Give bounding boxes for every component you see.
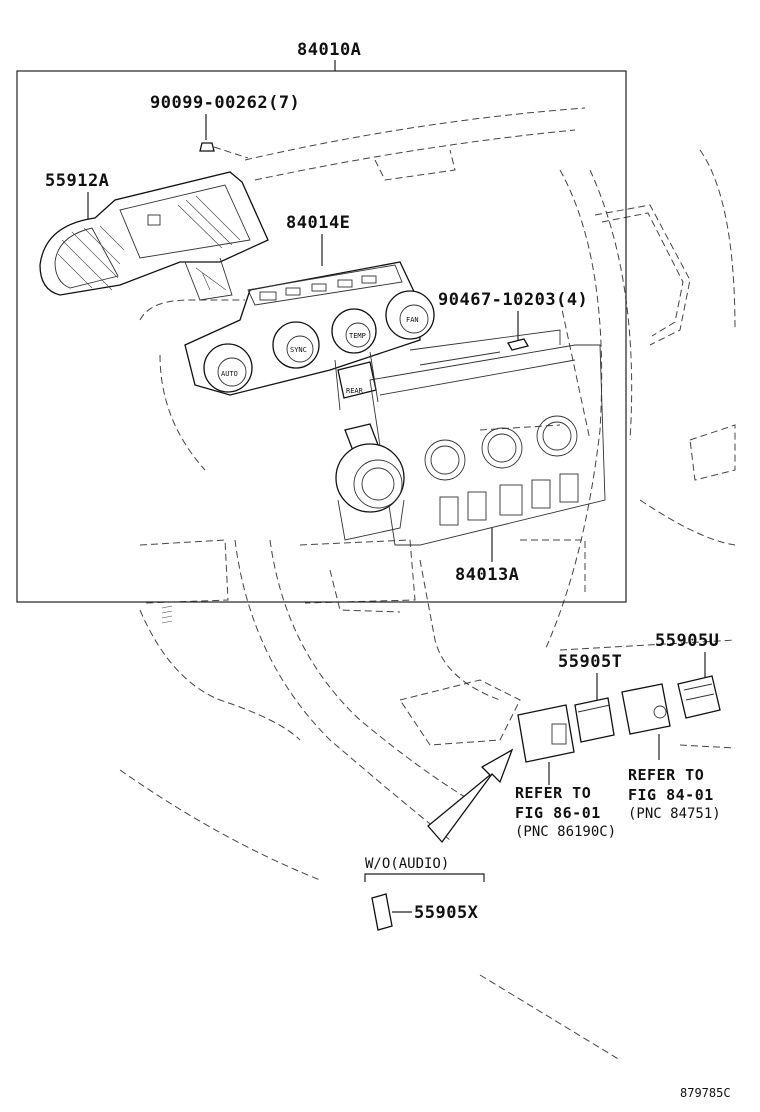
switch-55905U: 55905U	[655, 631, 721, 719]
label-84014E: 84014E	[286, 213, 350, 233]
hatch-mark	[161, 605, 173, 624]
note-left-line1: REFER TO	[515, 784, 591, 802]
lower-knob-temp	[424, 439, 466, 481]
clip-part: 90467-10203(4)	[438, 290, 588, 351]
note-right-line2: FIG 84-01	[628, 786, 714, 804]
label-84013A: 84013A	[455, 565, 519, 585]
label-55905U: 55905U	[655, 631, 719, 651]
knob-sync: SYNC	[272, 321, 320, 369]
variant-label: W/O(AUDIO)	[365, 856, 449, 872]
label-90099-00262: 90099-00262(7)	[150, 93, 300, 113]
screw-part: 90099-00262(7)	[150, 93, 300, 159]
label-55905T: 55905T	[558, 652, 622, 672]
knob-fan-text: FAN	[406, 316, 419, 324]
knob-temp-text: TEMP	[349, 332, 366, 340]
variant-group: W/O(AUDIO) 55905X	[364, 856, 485, 931]
figure-id: 879785C	[680, 1086, 731, 1100]
switch-55905T: 55905T	[558, 652, 622, 743]
knob-temp: TEMP	[331, 308, 377, 354]
rotary-switch	[335, 423, 405, 541]
label-55912A: 55912A	[45, 171, 109, 191]
note-left-line2: FIG 86-01	[515, 804, 601, 822]
switch-ref-86190C: REFER TO FIG 86-01 (PNC 86190C)	[515, 704, 616, 840]
control-panel-part: 84014E AUTO SYNC TEMP FAN	[184, 213, 435, 411]
bezel-part: 55912A	[39, 171, 269, 301]
knob-auto: AUTO	[203, 343, 253, 393]
location-arrow	[427, 748, 514, 844]
switch-ref-84751: REFER TO FIG 84-01 (PNC 84751)	[621, 683, 721, 822]
note-right-line1: REFER TO	[628, 766, 704, 784]
label-84010A: 84010A	[297, 40, 361, 60]
note-left-line3: (PNC 86190C)	[515, 824, 616, 840]
lower-panel-part: 84013A	[335, 329, 606, 585]
lower-knob-mode	[481, 427, 523, 469]
knob-auto-text: AUTO	[221, 370, 238, 378]
knob-sync-text: SYNC	[290, 346, 307, 354]
note-right-line3: (PNC 84751)	[628, 806, 721, 822]
switch-face-text: REAR	[346, 387, 364, 395]
assembly-box: 84010A	[16, 40, 627, 603]
label-90467-10203: 90467-10203(4)	[438, 290, 588, 310]
label-55905X: 55905X	[414, 903, 479, 923]
knob-fan: FAN	[385, 290, 435, 340]
lower-knob-fan	[536, 415, 578, 457]
dashboard-outline	[119, 107, 736, 1061]
